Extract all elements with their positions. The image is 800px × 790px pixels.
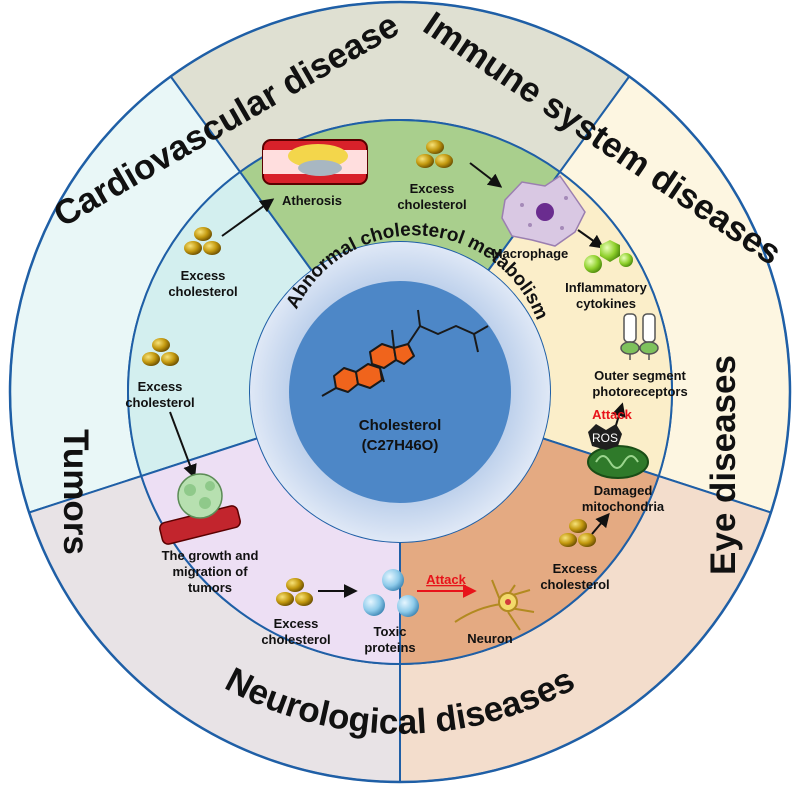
eye-organelle-line2: mitochondria xyxy=(582,499,665,514)
cholesterol-cluster-icon xyxy=(142,338,179,366)
cholesterol-cluster-icon xyxy=(559,519,596,547)
ros-label: ROS xyxy=(592,431,618,445)
outer-rim xyxy=(8,0,792,784)
tumor-cause-line2: cholesterol xyxy=(125,395,194,410)
cholesterol-cluster-icon xyxy=(416,140,453,168)
tumor-result-line1: The growth and xyxy=(162,548,259,563)
atherosis-label: Atherosis xyxy=(282,193,342,208)
neuron-icon xyxy=(454,579,535,631)
molecule-formula: (C27H46O) xyxy=(362,437,439,454)
tumor-vessel-icon xyxy=(159,473,241,545)
neuro-cause-line2: cholesterol xyxy=(261,632,330,647)
cholesterol-molecule xyxy=(321,309,489,397)
mitochondria-icon: ROS xyxy=(587,424,649,479)
sector-layer xyxy=(8,0,792,784)
immune-arrow-1 xyxy=(469,162,503,188)
cholesterol-core xyxy=(289,281,511,503)
immune-arrow-2 xyxy=(577,229,605,249)
photoreceptor-icon xyxy=(620,313,659,360)
eye-title: Eye diseases xyxy=(704,355,743,575)
neuro-agent-line1: Toxic xyxy=(374,624,407,639)
eye-arrow-1 xyxy=(591,512,610,535)
sector-eye: Eye diseases Outer segment photoreceptor… xyxy=(540,313,743,592)
immune-cause-line2: cholesterol xyxy=(397,197,466,212)
tumors-title: Tumors xyxy=(56,429,95,555)
immune-result-line1: Inflammatory xyxy=(565,280,647,295)
neuron-label: Neuron xyxy=(467,631,513,646)
neuro-agent-line2: proteins xyxy=(364,640,415,655)
eye-result-line2: photoreceptors xyxy=(592,384,687,399)
molecule-name: Cholesterol xyxy=(359,417,442,434)
eye-result-line1: Outer segment xyxy=(594,368,686,383)
eye-organelle-line1: Damaged xyxy=(594,483,653,498)
tumor-result-line2: migration of xyxy=(172,564,248,579)
cardio-arrow xyxy=(221,198,275,237)
tumor-cause-line1: Excess xyxy=(138,379,183,394)
neuro-attack-label: Attack xyxy=(426,572,467,587)
eye-cause-line1: Excess xyxy=(553,561,598,576)
eye-attack-label: Attack xyxy=(592,407,633,422)
tumor-arrow xyxy=(169,411,197,479)
immune-cause-line1: Excess xyxy=(410,181,455,196)
macrophage-icon xyxy=(501,174,586,247)
immune-result-line2: cytokines xyxy=(576,296,636,311)
cardio-cause-line2: cholesterol xyxy=(168,284,237,299)
macrophage-label: Macrophage xyxy=(492,246,569,261)
cholesterol-cluster-icon xyxy=(276,578,313,606)
cholesterol-cluster-icon xyxy=(184,227,221,255)
cytokine-icons xyxy=(584,240,633,273)
cardio-cause-line1: Excess xyxy=(181,268,226,283)
artery-plaque-illustration xyxy=(262,139,368,185)
eye-cause-line2: cholesterol xyxy=(540,577,609,592)
toxic-protein-icon xyxy=(363,569,419,617)
neuro-cause-line1: Excess xyxy=(274,616,319,631)
sector-tumors: Tumors Excess cholesterol The growth and… xyxy=(56,338,258,595)
tumor-result-line3: tumors xyxy=(188,580,232,595)
